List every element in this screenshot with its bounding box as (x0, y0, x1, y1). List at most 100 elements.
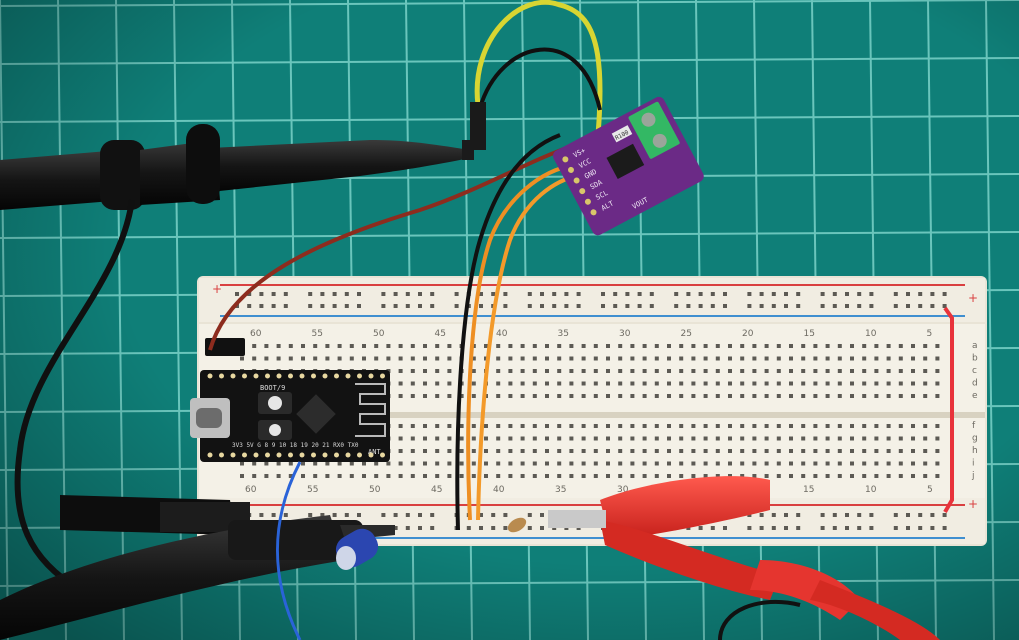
breadboard-hole (252, 474, 257, 478)
breadboard-hole (942, 304, 947, 308)
breadboard-hole (398, 369, 403, 373)
column-number: 50 (373, 329, 385, 339)
breadboard-hole (606, 356, 610, 361)
breadboard-hole (618, 436, 623, 441)
breadboard-hole (789, 449, 793, 453)
breadboard-hole (911, 356, 915, 361)
breadboard-hole (423, 474, 427, 478)
breadboard-hole (740, 436, 745, 441)
breadboard-hole (728, 344, 732, 348)
breadboard-hole (898, 356, 903, 361)
breadboard-hole (520, 356, 525, 361)
breadboard-hole (484, 424, 488, 428)
breadboard-hole (703, 449, 708, 453)
mcu-pin (357, 373, 362, 379)
breadboard-hole (405, 526, 410, 530)
breadboard-hole (874, 381, 879, 386)
breadboard-hole (923, 474, 928, 478)
breadboard-hole (850, 381, 854, 386)
breadboard-hole (747, 292, 752, 296)
mcu-pin (242, 373, 247, 379)
breadboard-hole (642, 436, 647, 441)
breadboard-hole (418, 526, 422, 530)
breadboard-hole (630, 449, 635, 453)
breadboard-hole (923, 461, 928, 466)
breadboard-hole (862, 381, 867, 386)
breadboard-hole (715, 356, 720, 361)
breadboard-hole (540, 526, 544, 530)
breadboard-hole (667, 369, 671, 373)
breadboard-hole (484, 449, 488, 453)
breadboard-hole (557, 369, 562, 373)
breadboard-hole (398, 461, 403, 466)
breadboard-hole (540, 304, 544, 308)
breadboard-hole (776, 424, 781, 428)
breadboard-hole (813, 381, 818, 386)
breadboard-hole (264, 356, 269, 361)
breadboard-hole (569, 356, 574, 361)
breadboard-hole (569, 424, 574, 428)
breadboard-hole (471, 449, 476, 453)
breadboard-hole (679, 424, 684, 428)
breadboard-hole (898, 424, 903, 428)
breadboard-hole (320, 304, 325, 308)
breadboard-hole (564, 304, 569, 308)
breadboard-hole (496, 474, 501, 478)
breadboard-hole (813, 436, 818, 441)
breadboard-hole (893, 304, 898, 308)
column-number: 5 (927, 329, 933, 339)
breadboard-hole (923, 369, 928, 373)
breadboard-hole (776, 369, 781, 373)
breadboard-hole (918, 513, 923, 517)
breadboard-hole (630, 356, 635, 361)
breadboard-hole (703, 356, 708, 361)
breadboard-hole (520, 394, 525, 398)
breadboard-hole (447, 424, 452, 428)
breadboard-hole (344, 513, 349, 517)
breadboard-hole (459, 424, 464, 428)
breadboard-hole (618, 394, 623, 398)
breadboard-hole (527, 513, 532, 517)
breadboard-hole (764, 381, 769, 386)
breadboard-hole (581, 356, 586, 361)
breadboard-hole (764, 461, 769, 466)
breadboard-hole (557, 424, 562, 428)
breadboard-hole (862, 436, 867, 441)
breadboard-hole (447, 344, 452, 348)
breadboard-hole (325, 474, 330, 478)
breadboard-hole (801, 369, 806, 373)
breadboard-hole (545, 344, 549, 348)
mcu-pin (219, 373, 224, 379)
breadboard-hole (667, 356, 671, 361)
breadboard-hole (252, 344, 257, 348)
breadboard-hole (252, 356, 257, 361)
breadboard-hole (418, 513, 422, 517)
breadboard-hole (667, 474, 671, 478)
breadboard-hole (649, 292, 654, 296)
breadboard-hole (435, 394, 440, 398)
breadboard-hole (837, 424, 842, 428)
breadboard-hole (728, 356, 732, 361)
sensor-pin-hole (590, 209, 597, 216)
breadboard-hole (459, 436, 464, 441)
breadboard-hole (667, 449, 671, 453)
breadboard-hole (942, 292, 947, 296)
breadboard-hole (569, 474, 574, 478)
breadboard-hole (479, 513, 483, 517)
rail-plus-label: + (212, 282, 222, 296)
breadboard-hole (491, 526, 496, 530)
breadboard-hole (801, 381, 806, 386)
column-number: 15 (804, 329, 815, 339)
breadboard-hole (606, 461, 610, 466)
mcu-pin-headers (207, 373, 385, 458)
column-number: 5 (927, 485, 933, 495)
breadboard-hole (837, 436, 842, 441)
breadboard-hole (654, 394, 659, 398)
breadboard-hole (479, 304, 483, 308)
column-number: 25 (681, 329, 692, 339)
breadboard-hole (667, 461, 671, 466)
row-letter: f (972, 421, 976, 431)
mcu-board: BOOT/9 ANT 3V3 5V G 8 9 10 18 19 20 21 R… (190, 370, 390, 462)
